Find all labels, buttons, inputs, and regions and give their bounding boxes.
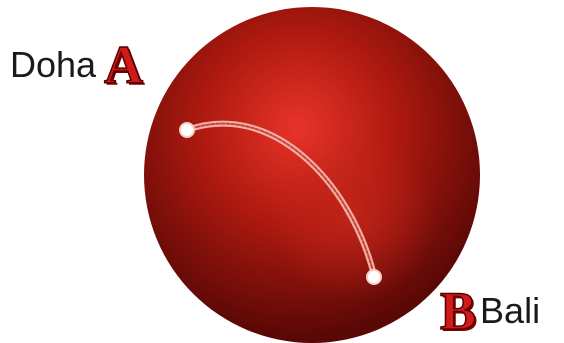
point-a-letter: A xyxy=(104,38,143,92)
point-b-label: B Bali xyxy=(440,284,540,338)
point-a-marker xyxy=(180,123,194,137)
point-b-marker xyxy=(367,270,381,284)
point-a-city: Doha xyxy=(10,47,96,83)
point-a-label: Doha A xyxy=(10,38,143,92)
globe-sheen xyxy=(144,7,480,343)
point-b-city: Bali xyxy=(480,293,540,329)
point-b-letter: B xyxy=(440,284,476,338)
